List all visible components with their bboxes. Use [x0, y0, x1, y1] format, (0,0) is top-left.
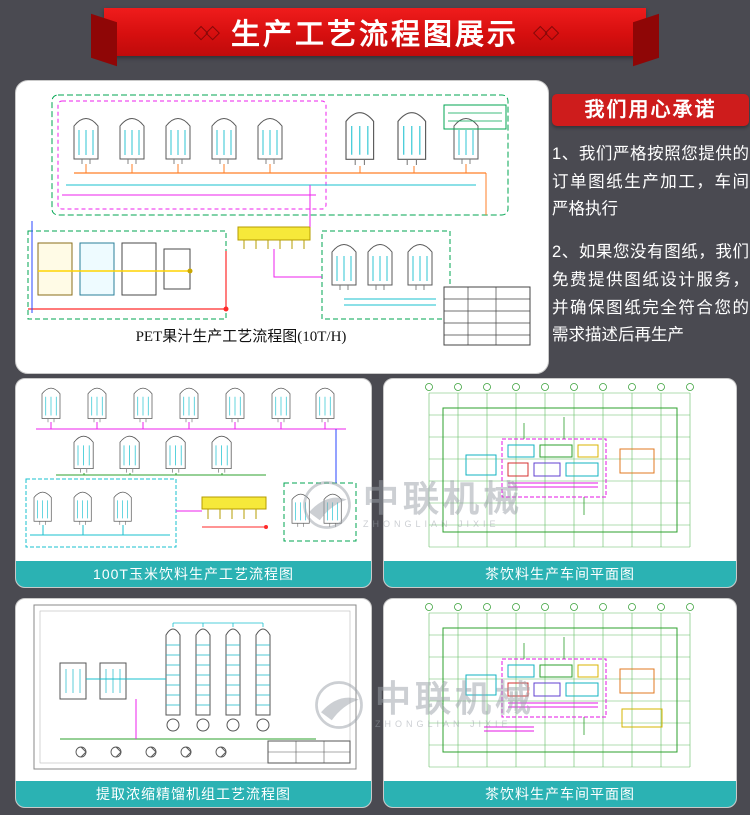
distillation-unit-card: 提取浓缩精馏机组工艺流程图 [15, 598, 372, 808]
distillation-flow-diagram [33, 604, 357, 770]
tea-plant-floor-plan-1 [425, 383, 694, 548]
promise-item-2: 2、如果您没有图纸，我们免费提供图纸设计服务，并确保图纸完全符合您的需求描述后再… [552, 243, 749, 345]
tea-plant-floor-plan-2 [425, 603, 694, 768]
promise-item-1: 1、我们严格按照您提供的订单图纸生产加工，车间严格执行 [552, 145, 749, 219]
diamond-decor-left-icon: ◇◇ [193, 21, 220, 43]
page-title-banner: ◇◇ 生产工艺流程图展示 ◇◇ [104, 8, 646, 56]
main-diagram-caption: PET果汁生产工艺流程图(10T/H) [135, 329, 347, 345]
promise-badge: 我们用心承诺 [552, 94, 749, 126]
corn-beverage-flow-diagram [25, 387, 357, 548]
corn-beverage-diagram-card: 100T玉米饮料生产工艺流程图 [15, 378, 372, 588]
page-title: 生产工艺流程图展示 [230, 19, 519, 51]
tea-plant-plan-card-2: 茶饮料生产车间平面图 [383, 598, 737, 808]
caption-corn-beverage: 100T玉米饮料生产工艺流程图 [16, 561, 371, 587]
caption-tea-plan-2: 茶饮料生产车间平面图 [384, 781, 736, 807]
caption-distillation: 提取浓缩精馏机组工艺流程图 [16, 781, 371, 807]
promise-section: 我们用心承诺 1、我们严格按照您提供的订单图纸生产加工，车间严格执行 2、如果您… [552, 94, 749, 350]
pet-juice-flow-diagram [27, 94, 531, 346]
diamond-decor-right-icon: ◇◇ [533, 21, 559, 43]
tea-plant-plan-card-1: 茶饮料生产车间平面图 [383, 378, 737, 588]
main-diagram-card: PET果汁生产工艺流程图(10T/H) [15, 80, 549, 374]
caption-tea-plan-1: 茶饮料生产车间平面图 [384, 561, 736, 587]
